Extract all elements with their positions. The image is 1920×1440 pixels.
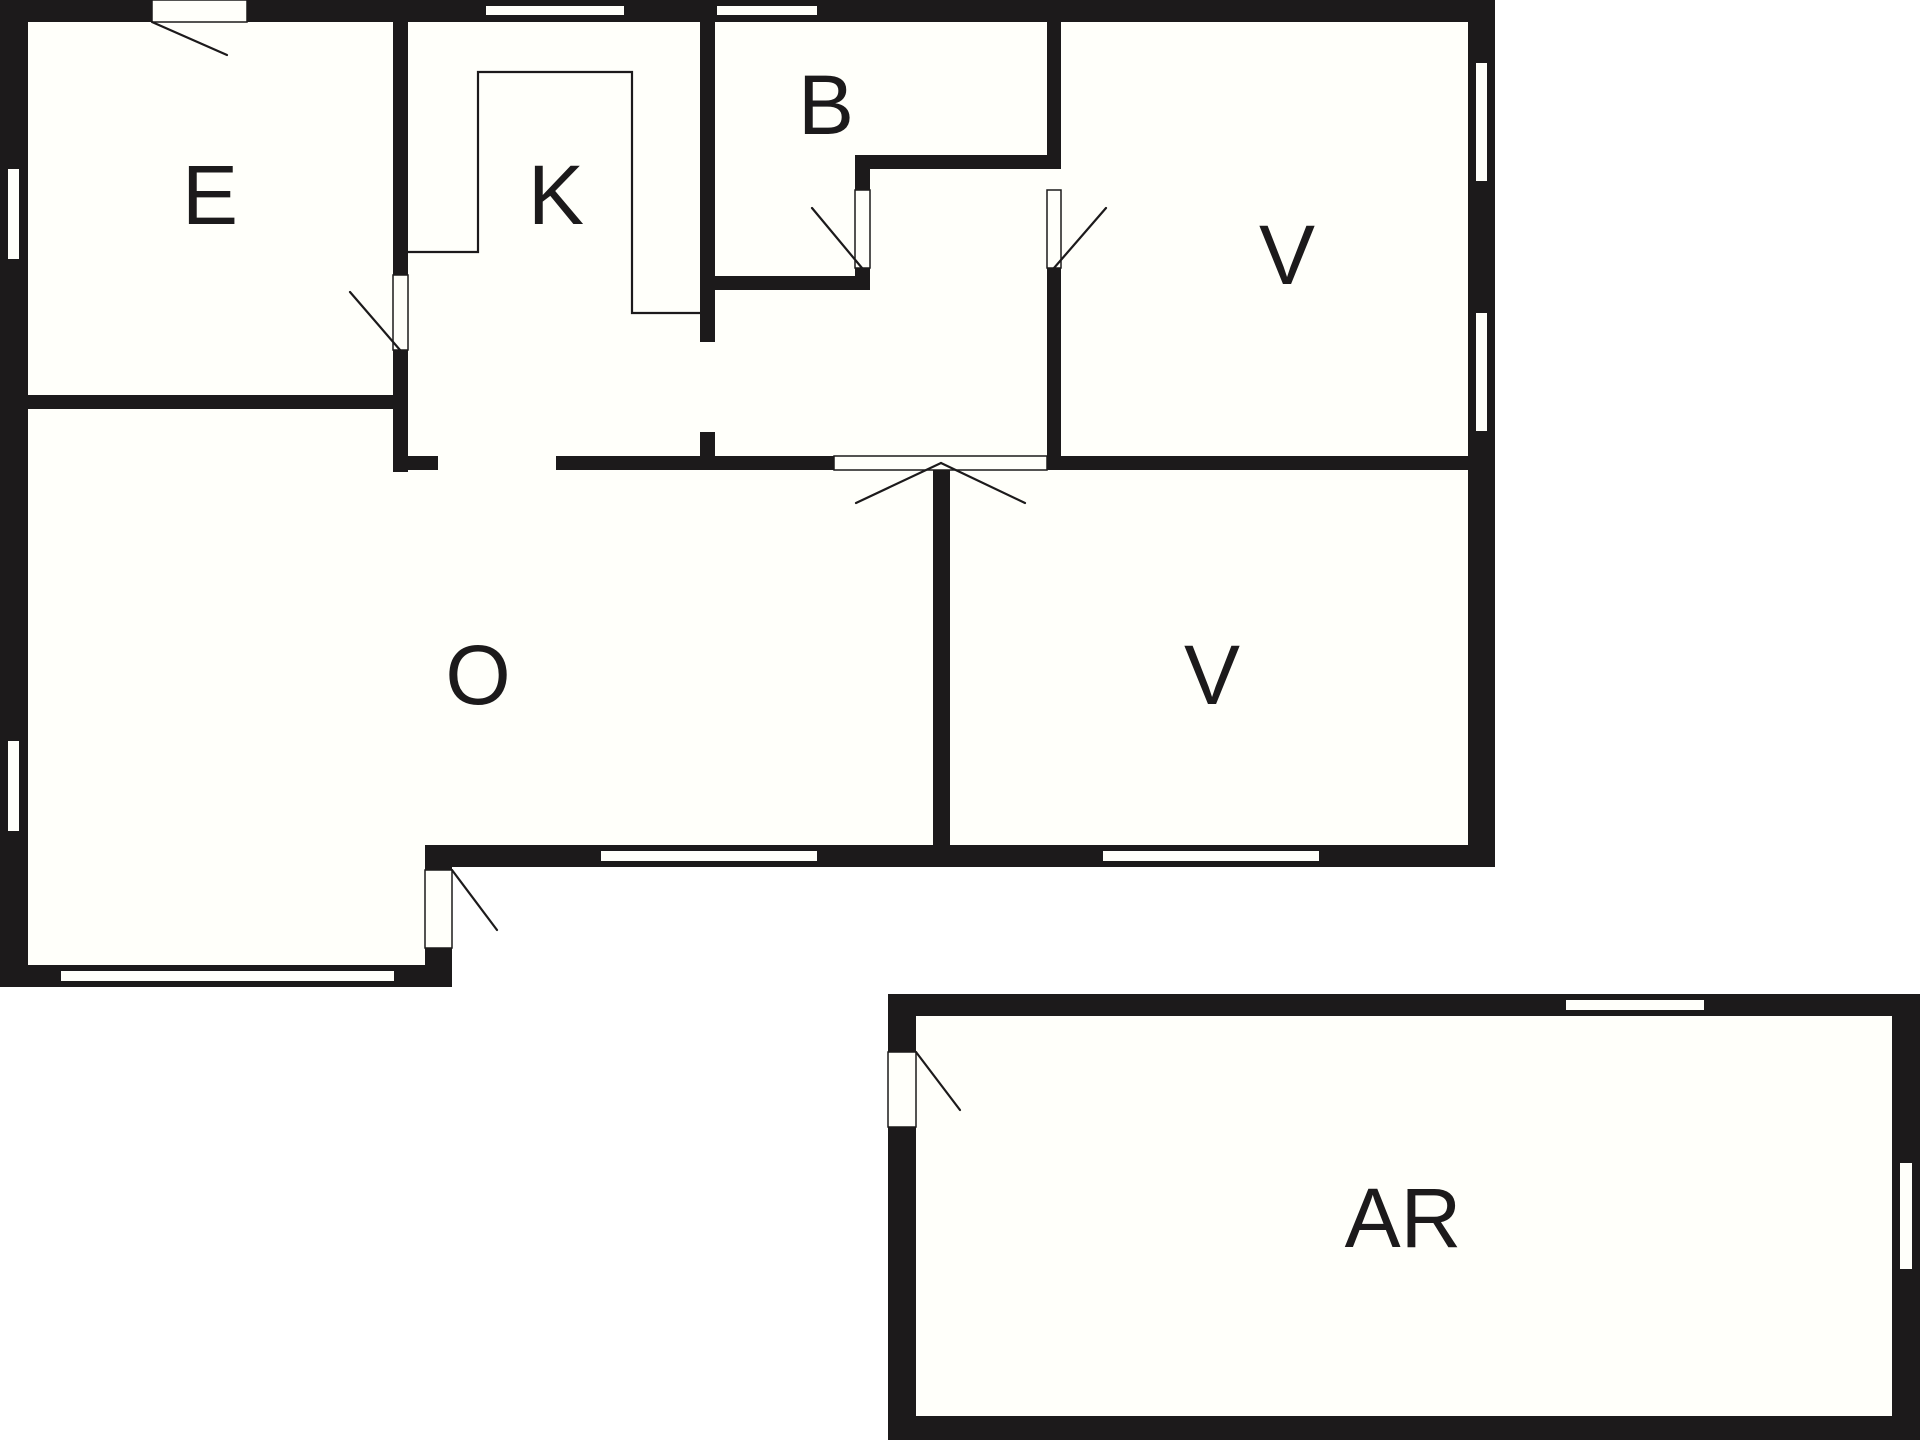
door-b-leaf — [810, 206, 864, 270]
wall-hall-mid — [556, 456, 834, 470]
wall-k-b-divider — [700, 22, 715, 342]
room-label-e: E — [182, 148, 238, 242]
wall-v-bottom — [1047, 456, 1468, 470]
ar-window-top — [1564, 998, 1706, 1012]
window-bottom-v — [1101, 849, 1321, 863]
window-left-e — [6, 167, 21, 261]
ar-window-right — [1898, 1161, 1914, 1271]
door-step-exterior-leaf — [450, 868, 499, 932]
window-top-b — [715, 4, 819, 17]
wall-b-v-divider — [1047, 22, 1061, 162]
door-step-exterior — [424, 869, 453, 949]
wall-bottom-right — [425, 845, 1495, 867]
wall-o-v-divider — [933, 456, 950, 856]
room-labels: E K B V O V AR — [182, 58, 1461, 1265]
ar-wall-top — [888, 994, 1920, 1016]
outbuilding-openings — [887, 998, 1914, 1271]
door-v-upper-leaf — [1052, 206, 1108, 270]
wall-left — [0, 0, 28, 987]
wall-b-bottom — [715, 276, 870, 290]
door-entry-top — [151, 0, 248, 23]
room-label-v-lower: V — [1184, 628, 1240, 722]
window-bottom-left-o — [59, 969, 396, 983]
window-left-o — [6, 739, 21, 833]
room-label-k: K — [528, 148, 584, 242]
door-entry-top-leaf — [150, 20, 229, 57]
wall-hall-stub-vertical — [700, 432, 715, 470]
window-bottom-o — [599, 849, 819, 863]
wall-e-o-divider — [28, 395, 400, 409]
ar-wall-bottom — [888, 1416, 1920, 1440]
door-b — [854, 189, 871, 269]
room-label-ar: AR — [1345, 1171, 1462, 1265]
main-house-floor — [28, 22, 1468, 972]
interior-walls — [28, 22, 1468, 856]
wall-e-k-divider — [393, 22, 408, 472]
door-e-k — [392, 274, 409, 351]
room-label-v-upper: V — [1259, 208, 1315, 302]
ar-door-left-leaf — [914, 1050, 962, 1112]
wall-hall-stub-left — [393, 456, 438, 470]
room-label-o: O — [445, 628, 510, 722]
room-label-b: B — [798, 58, 854, 152]
door-double-left-leaf — [854, 461, 943, 505]
door-v-upper — [1046, 189, 1062, 269]
main-house-doors — [150, 0, 1108, 949]
door-double-right-leaf — [939, 461, 1027, 505]
window-top-k — [484, 4, 626, 17]
wall-b-step-top — [855, 155, 1061, 169]
wall-b-step-side — [855, 155, 870, 190]
main-house-windows — [6, 4, 1489, 983]
kitchen-counter — [408, 70, 700, 315]
window-right-v-top — [1474, 61, 1489, 183]
floor-fills — [28, 22, 1892, 1416]
ar-door-left — [887, 1051, 917, 1128]
window-right-v-bottom — [1474, 311, 1489, 433]
door-e-k-leaf — [348, 290, 402, 352]
outbuilding-floor — [916, 1016, 1892, 1416]
wall-v-hall-upper — [1047, 268, 1061, 466]
